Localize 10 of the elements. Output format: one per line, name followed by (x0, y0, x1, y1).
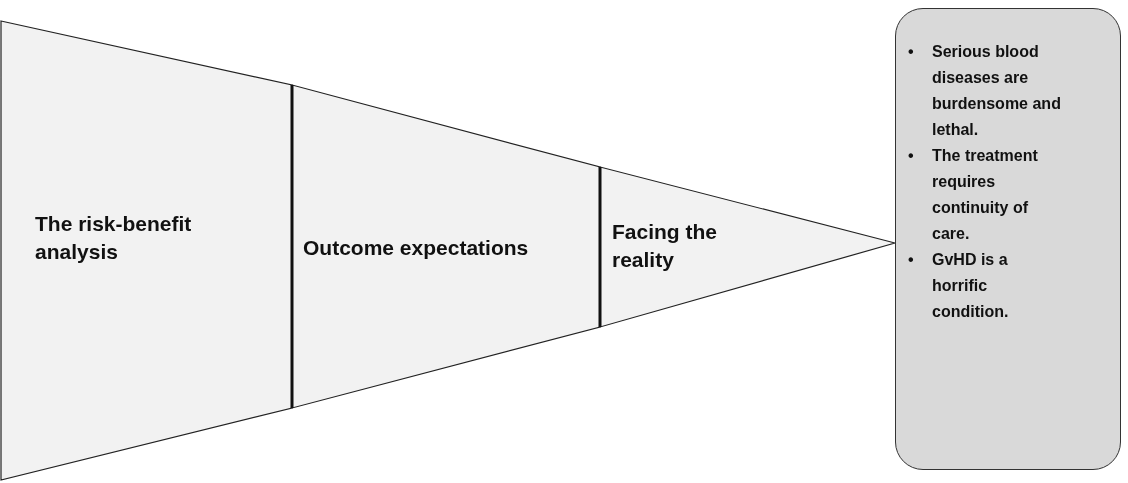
bullet-marker: • (908, 250, 914, 270)
section-label: Outcome expectations (303, 235, 530, 261)
rounded-callout-box (895, 8, 1121, 470)
bullet-text: The treatment requires continuity of care. (932, 146, 1039, 244)
bullet-text: Serious blood diseases are burdensome and lethal. (932, 42, 1062, 140)
section-label: The risk-benefit analysis (35, 211, 193, 265)
section-label: Facing the reality (612, 219, 718, 273)
bullet-text: GvHD is a horrific condition. (932, 250, 1010, 322)
bullet-marker: • (908, 42, 914, 62)
bullet-marker: • (908, 146, 914, 166)
